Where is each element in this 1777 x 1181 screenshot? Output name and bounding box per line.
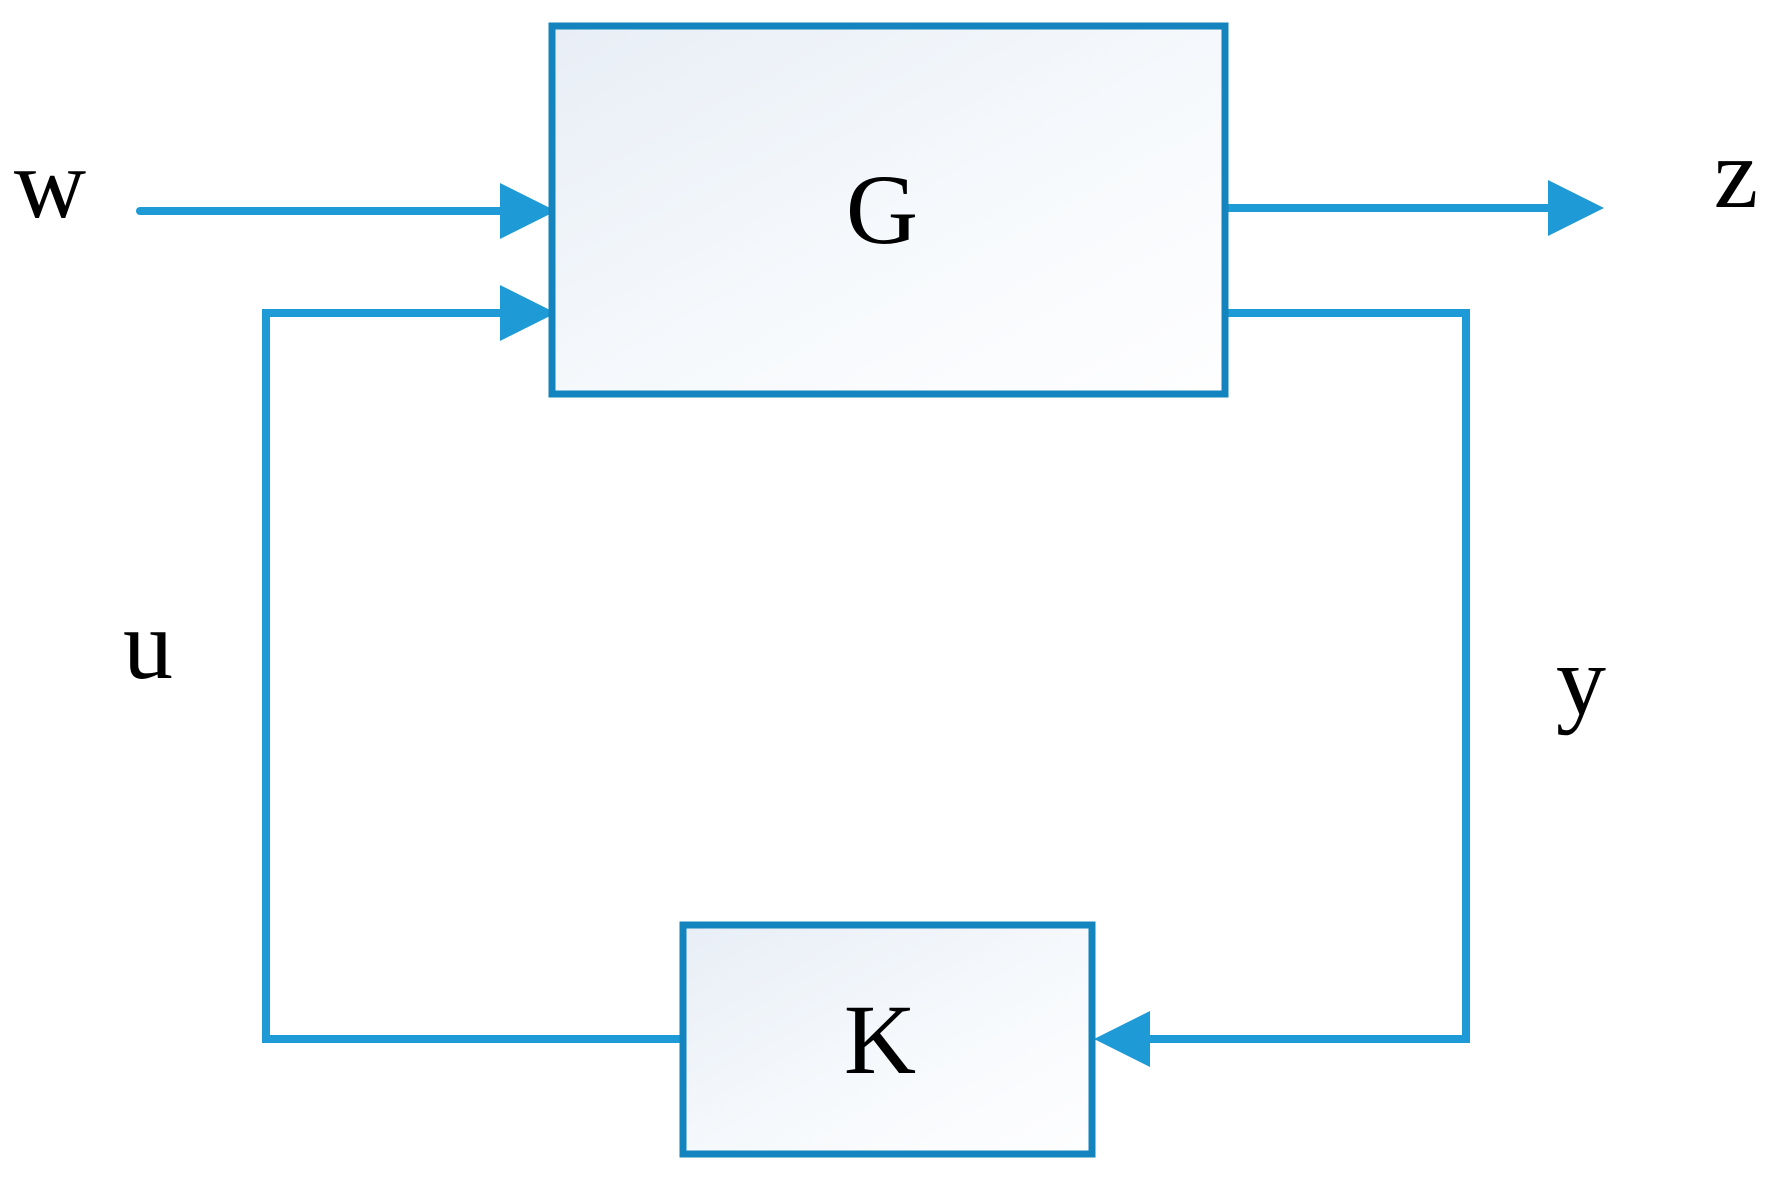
signal-u-line	[262, 309, 683, 1043]
controller-block-label: K	[844, 984, 916, 1095]
signal-u-arrowhead-icon	[500, 285, 556, 341]
signal-u-label: u	[123, 589, 173, 700]
signal-w-label: w	[14, 128, 86, 239]
controller-block	[679, 921, 1096, 1158]
plant-block-label: G	[846, 154, 918, 265]
signal-y-line	[1150, 309, 1470, 1043]
signal-z-label: z	[1714, 118, 1758, 229]
signal-y-arrowhead-icon	[1094, 1011, 1150, 1067]
signal-w-arrowhead-icon	[500, 183, 556, 239]
plant-block	[548, 22, 1229, 398]
signal-y-label: y	[1556, 625, 1606, 736]
signal-z-arrowhead-icon	[1548, 180, 1604, 236]
